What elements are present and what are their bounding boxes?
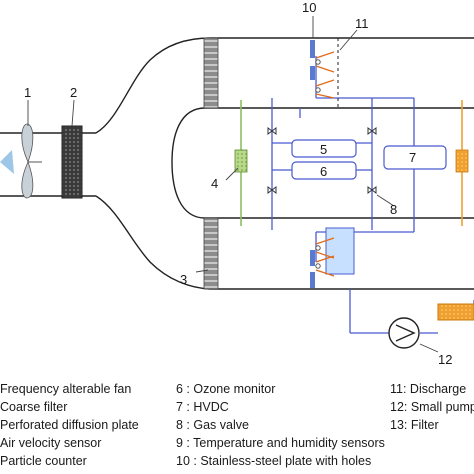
gas-pipes — [271, 56, 474, 334]
callout-7: 7 — [409, 150, 416, 165]
diffusion-plate-bottom — [203, 217, 219, 290]
legend-item-5: Particle counter — [0, 454, 87, 468]
leader-lines — [27, 16, 439, 353]
air-velocity-sensor — [234, 100, 248, 226]
legend-item-11: 11: Discharge — [390, 382, 467, 396]
legend-item-8: 8 : Gas valve — [176, 418, 249, 432]
callout-12: 12 — [438, 352, 452, 367]
callout-5: 5 — [320, 142, 327, 157]
callout-2: 2 — [70, 85, 77, 100]
legend-item-1: Frequency alterable fan — [0, 382, 132, 396]
callout-6: 6 — [320, 164, 327, 179]
coarse-filter — [61, 125, 83, 199]
diffusion-plate-top — [203, 37, 219, 109]
legend-item-2: Coarse filter — [0, 400, 68, 414]
pump-filter — [437, 303, 474, 321]
orange-filter — [455, 100, 469, 226]
callout-4: 4 — [211, 176, 218, 191]
outer-chamber — [95, 37, 474, 290]
legend-item-9: 9 : Temperature and humidity sensors — [176, 436, 385, 450]
steel-plate-top — [310, 38, 339, 108]
hvdc-box — [383, 145, 447, 170]
legend-item-12: 12: Small pump — [390, 400, 474, 414]
legend-item-13: 13: Filter — [390, 418, 439, 432]
ozone-monitor-6 — [291, 161, 357, 180]
callout-8: 8 — [390, 202, 397, 217]
legend-item-7: 7 : HVDC — [176, 400, 229, 414]
steel-plate-bottom — [310, 227, 355, 288]
callout-3: 3 — [180, 272, 187, 287]
legend-item-3: Perforated diffusion plate — [0, 418, 139, 432]
callout-1: 1 — [24, 85, 31, 100]
small-pump — [388, 317, 420, 349]
gas-valves — [267, 127, 377, 194]
legend-item-4: Air velocity sensor — [0, 436, 102, 450]
ozone-monitor-5 — [291, 139, 357, 158]
callout-10: 10 — [302, 0, 316, 15]
fan — [0, 123, 42, 199]
legend-item-10: 10 : Stainless-steel plate with holes — [176, 454, 372, 468]
inner-cylinder — [171, 107, 474, 219]
callout-11: 11 — [355, 16, 369, 31]
legend-item-6: 6 : Ozone monitor — [176, 382, 276, 396]
